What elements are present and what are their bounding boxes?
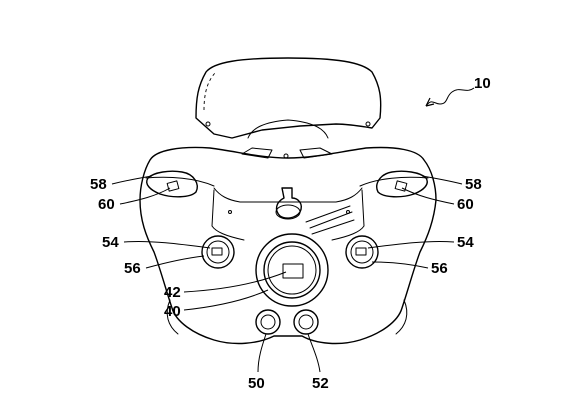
left-side-vent: [146, 170, 198, 198]
label-40: 40: [164, 303, 181, 320]
label-42: 42: [164, 284, 181, 301]
label-60-right: 60: [457, 196, 474, 213]
left-knob: [255, 309, 281, 335]
windshield-vents: [241, 147, 333, 159]
label-52: 52: [312, 375, 329, 392]
leader-lines: [111, 87, 475, 373]
fairing-body: [139, 146, 437, 345]
label-60-left: 60: [98, 196, 115, 213]
right-side-vent: [376, 170, 428, 198]
label-56-right: 56: [431, 260, 448, 277]
reference-numerals: 10 58 60 58 60 54 56 54 56 42 40 50 52: [90, 75, 491, 392]
label-54-left: 54: [102, 234, 119, 251]
center-gauge: [255, 233, 329, 307]
label-58-right: 58: [465, 176, 482, 193]
left-gauge-display: [211, 247, 223, 256]
left-vent-switch: [166, 180, 180, 192]
right-knob: [293, 309, 319, 335]
label-50: 50: [248, 375, 265, 392]
center-display: [282, 263, 304, 279]
right-vent-switch: [394, 180, 408, 192]
label-10: 10: [474, 75, 491, 92]
right-gauge-display: [355, 247, 367, 256]
right-gauge: [345, 235, 379, 269]
label-54-right: 54: [457, 234, 474, 251]
label-58-left: 58: [90, 176, 107, 193]
label-56-left: 56: [124, 260, 141, 277]
windshield: [195, 57, 382, 159]
center-badge: [228, 187, 355, 235]
left-gauge: [201, 235, 235, 269]
